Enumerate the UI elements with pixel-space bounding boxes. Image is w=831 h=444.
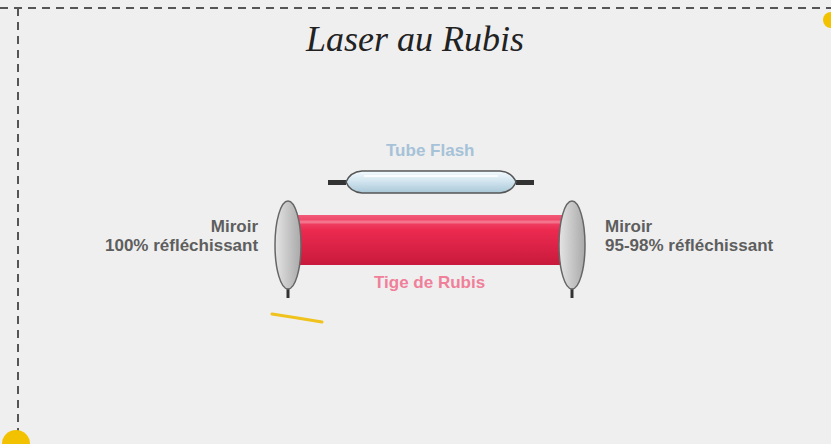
mirror-partial (559, 201, 585, 298)
rod-label: Tige de Rubis (374, 274, 485, 293)
flash-tube (328, 171, 534, 193)
highlight-stroke (272, 314, 322, 322)
corner-dot (2, 430, 30, 444)
corner-dot (823, 12, 831, 28)
flash-tube-label: Tube Flash (386, 142, 474, 161)
dashed-border-top (0, 7, 831, 9)
ruby-rod (285, 215, 572, 265)
mirror-label: Miroir 100% réfléchissant (105, 218, 258, 255)
mirror-label: Miroir 95-98% réfléchissant (605, 218, 773, 255)
diagram-title: Laser au Rubis (306, 18, 524, 60)
mirror-full (275, 201, 301, 298)
dashed-border-left (17, 8, 19, 444)
